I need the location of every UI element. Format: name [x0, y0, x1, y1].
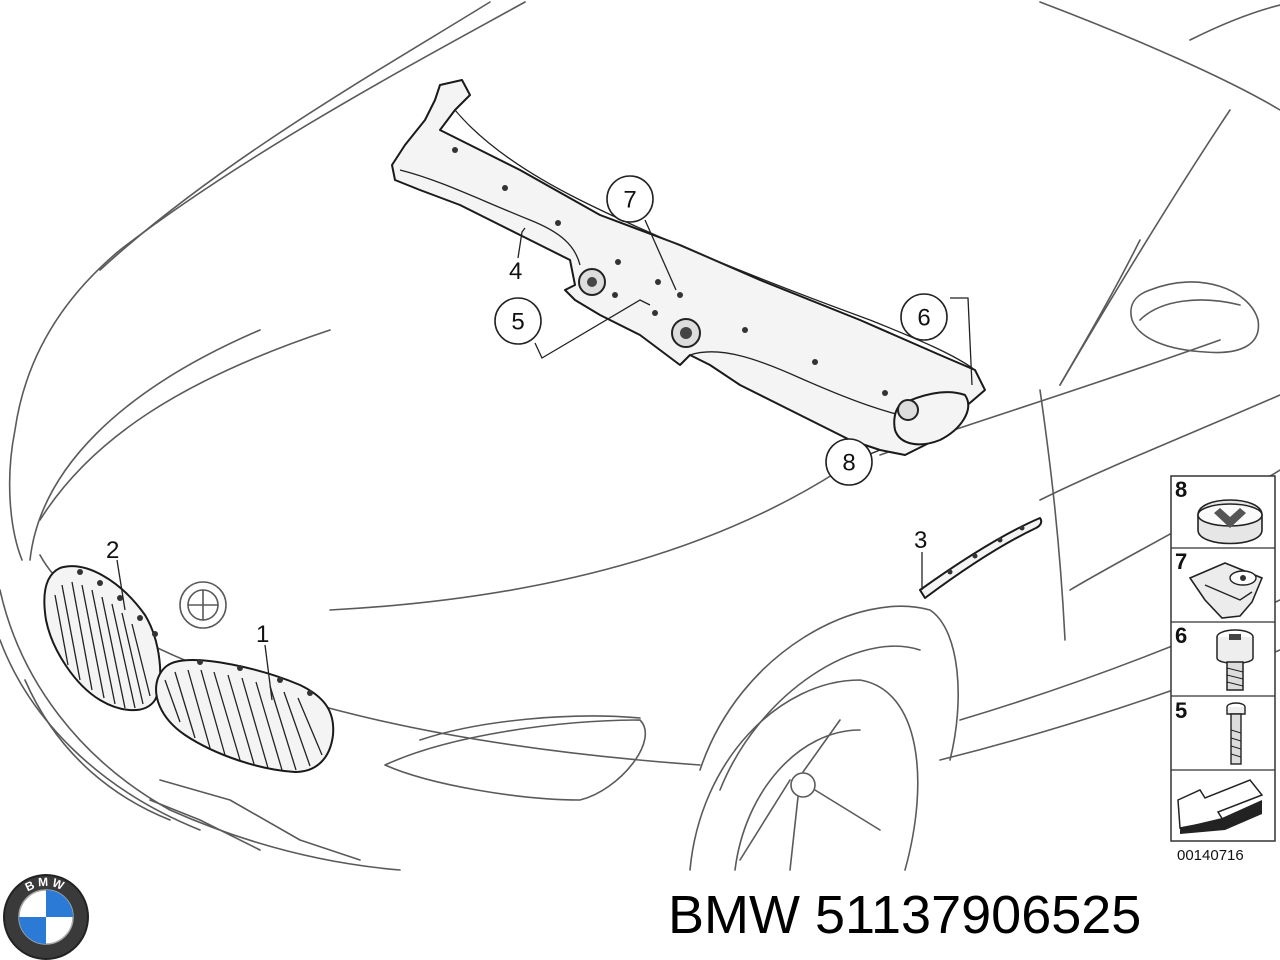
callout-1: 1 — [256, 621, 269, 648]
side-trim-strip — [919, 517, 1043, 599]
cowl-panel — [391, 79, 986, 456]
callout-8-circle: 8 — [825, 438, 873, 486]
callout-5: 5 — [511, 309, 524, 336]
callout-3: 3 — [914, 527, 927, 554]
legend-item-5: 5 — [1175, 698, 1246, 765]
callout-7-circle: 7 — [606, 175, 654, 223]
svg-text:BMW: BMW — [23, 875, 69, 894]
part-number-caption: BMW 51137906525 — [668, 885, 1141, 945]
right-kidney-grille — [155, 659, 335, 773]
callout-8: 8 — [842, 450, 855, 477]
parts-legend: 8 7 6 5 — [1170, 475, 1276, 842]
legend-arrow-symbol — [1177, 779, 1264, 834]
callout-6-circle: 6 — [900, 293, 948, 341]
bmw-logo: BMW — [3, 874, 89, 960]
callout-labels: 4 2 1 3 5 7 6 8 — [106, 175, 948, 648]
legend-item-6: 6 — [1175, 623, 1254, 691]
legend-item-8: 8 — [1175, 477, 1263, 545]
callout-4: 4 — [509, 258, 522, 285]
svg-text:6: 6 — [1175, 623, 1187, 648]
reference-number: 00140716 — [1177, 847, 1244, 864]
callout-5-circle: 5 — [494, 297, 542, 345]
callout-6: 6 — [917, 305, 930, 332]
legend-item-7: 7 — [1175, 549, 1264, 619]
svg-text:8: 8 — [1175, 477, 1187, 502]
callout-2: 2 — [106, 537, 119, 564]
callout-7: 7 — [623, 187, 636, 214]
svg-text:5: 5 — [1175, 698, 1187, 723]
svg-text:7: 7 — [1175, 549, 1187, 574]
leader-lines — [116, 219, 973, 701]
left-kidney-grille — [43, 565, 162, 712]
